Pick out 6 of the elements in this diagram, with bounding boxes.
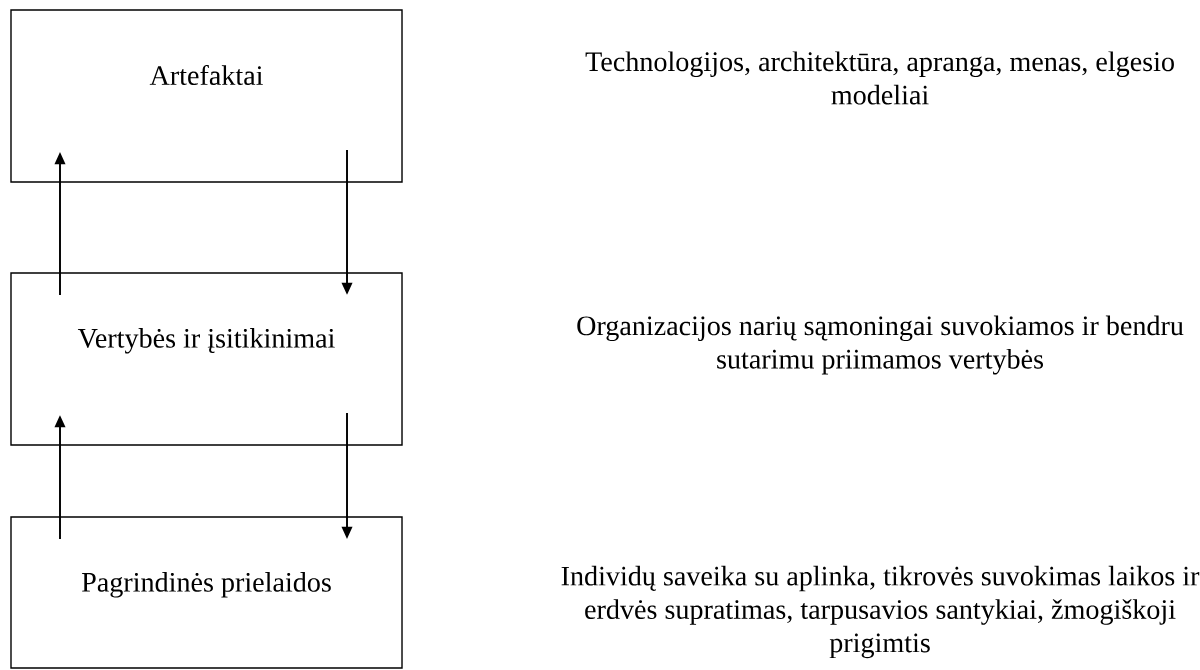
description-text: Organizacijos narių sąmoningai suvokiamos ir bendru sutarimu priimamos vertybės [577, 315, 1184, 375]
description-text: Individų saveika su aplinka, tikrovės suvokimas laikos ir erdvės supratimas, tarpusavios santykiai, žmogiškoji prigimtis [561, 565, 1200, 659]
layer-box: Artefaktai [10, 9, 403, 183]
layer-box: Pagrindinės prielaidos [10, 516, 403, 669]
description-text: Technologijos, architektūra, apranga, menas, elgesio modeliai [585, 51, 1174, 105]
layer-box: Vertybės ir įsitikinimai [10, 272, 403, 446]
